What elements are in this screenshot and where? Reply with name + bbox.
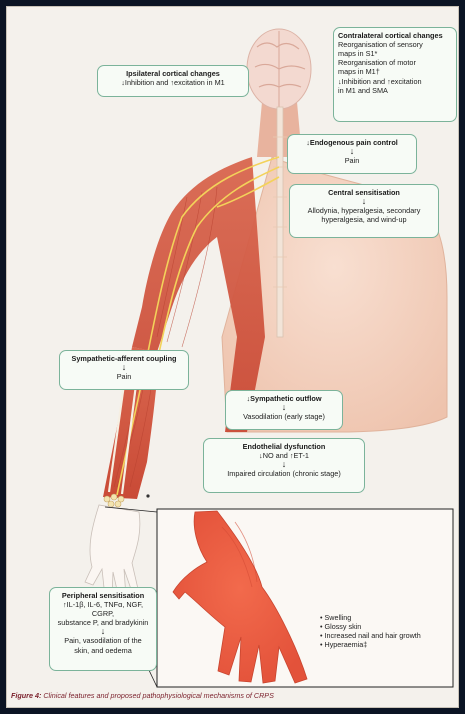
ipsilateral-line: ↓Inhibition and ↑excitation in M1 <box>102 78 244 87</box>
endothelial-dysfunction-box: Endothelial dysfunction ↓NO and ↑ET-1 ↓ … <box>203 438 365 493</box>
arrow-down-icon: ↓ <box>292 147 412 156</box>
endogenous-result: Pain <box>292 156 412 165</box>
endogenous-pain-control-box: ↓Endogenous pain control ↓ Pain <box>287 134 417 174</box>
arrow-down-icon: ↓ <box>208 460 360 469</box>
contralateral-line: ↓Inhibition and ↑excitation <box>338 77 452 86</box>
contralateral-changes-box: Contralateral cortical changes Reorganis… <box>333 27 457 122</box>
figure-panel: Contralateral cortical changes Reorganis… <box>6 6 459 708</box>
arrow-down-icon: ↓ <box>64 363 184 372</box>
sympathetic-outflow-result: Vasodilation (early stage) <box>230 412 338 421</box>
arrow-down-icon: ↓ <box>294 197 434 206</box>
sympathetic-afferent-box: Sympathetic-afferent coupling ↓ Pain <box>59 350 189 390</box>
ipsilateral-title: Ipsilateral cortical changes <box>102 69 244 78</box>
contralateral-line: maps in M1† <box>338 67 452 76</box>
peripheral-line: ↑IL-1β, IL-6, TNFα, NGF, CGRP, <box>54 600 152 618</box>
peripheral-title: Peripheral sensitisation <box>54 591 152 600</box>
hand-features-list: • Swelling • Glossy skin • Increased nai… <box>319 613 429 649</box>
arrow-down-icon: ↓ <box>54 627 152 636</box>
endothelial-title: Endothelial dysfunction <box>208 442 360 451</box>
caption-text: Clinical features and proposed pathophys… <box>41 691 274 700</box>
list-item: • Hyperaemia‡ <box>319 640 429 649</box>
peripheral-sensitisation-box: Peripheral sensitisation ↑IL-1β, IL-6, T… <box>49 587 157 671</box>
list-item: • Swelling <box>319 613 429 622</box>
figure-caption: Figure 4: Clinical features and proposed… <box>11 691 274 700</box>
central-line: hyperalgesia, and wind-up <box>294 215 434 224</box>
contralateral-line: Reorganisation of sensory <box>338 40 452 49</box>
caption-label: Figure 4: <box>11 691 41 700</box>
list-item: • Increased nail and hair growth <box>319 631 429 640</box>
spinal-cord <box>277 107 283 337</box>
sympathetic-afferent-result: Pain <box>64 372 184 381</box>
contralateral-line: Reorganisation of motor <box>338 58 452 67</box>
endothelial-result: Impaired circulation (chronic stage) <box>208 469 360 478</box>
hand-outline <box>85 505 140 599</box>
arrow-down-icon: ↓ <box>230 403 338 412</box>
list-item: • Glossy skin <box>319 622 429 631</box>
central-line: Allodynia, hyperalgesia, secondary <box>294 206 434 215</box>
contralateral-line: in M1 and SMA <box>338 86 452 95</box>
sympathetic-outflow-box: ↓Sympathetic outflow ↓ Vasodilation (ear… <box>225 390 343 430</box>
contralateral-title: Contralateral cortical changes <box>338 31 452 40</box>
central-sensitisation-box: Central sensitisation ↓ Allodynia, hyper… <box>289 184 439 238</box>
contralateral-line: maps in S1* <box>338 49 452 58</box>
peripheral-result: Pain, vasodilation of the <box>54 636 152 645</box>
peripheral-result: skin, and oedema <box>54 646 152 655</box>
ipsilateral-changes-box: Ipsilateral cortical changes ↓Inhibition… <box>97 65 249 97</box>
